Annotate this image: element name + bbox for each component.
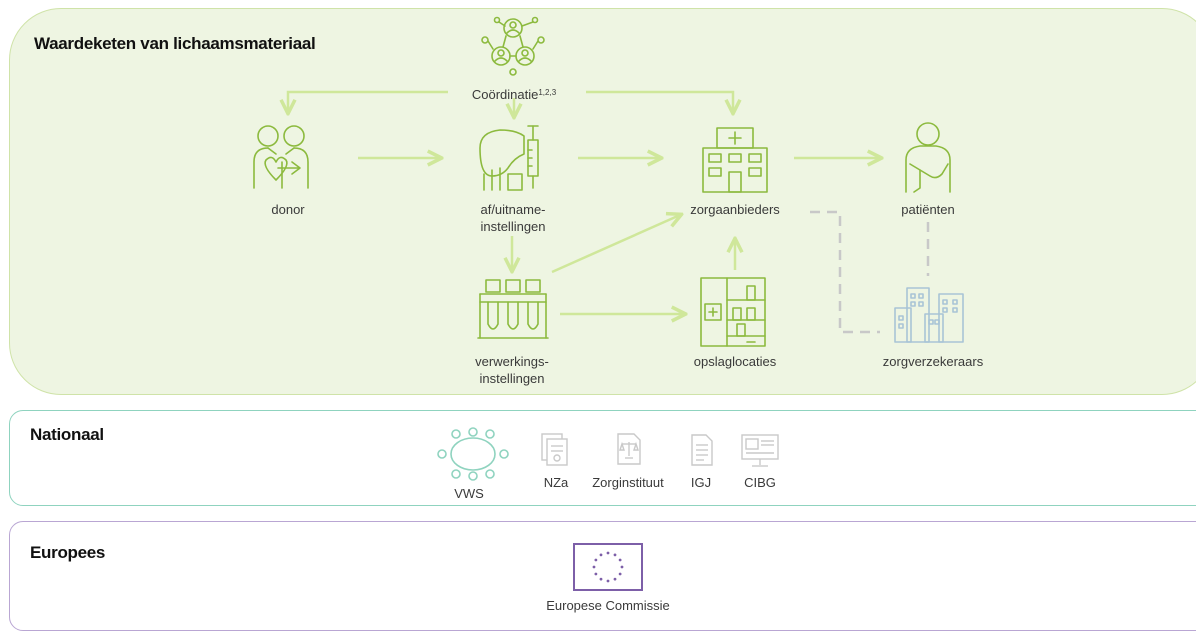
eu-star — [599, 577, 603, 581]
hospital-icon — [702, 127, 768, 193]
national-item-igj-label: IGJ — [690, 475, 712, 490]
eu-star — [606, 551, 610, 555]
meeting-table-icon — [437, 427, 509, 481]
document-stack-icon — [541, 433, 568, 466]
donor-label: donor — [271, 202, 305, 217]
office-buildings-icon — [894, 287, 964, 343]
eu-star — [613, 553, 617, 557]
eu-star — [620, 565, 624, 569]
eu-star — [613, 577, 617, 581]
arrow-coordination-to-donor — [288, 90, 448, 112]
european-title: Europees — [30, 543, 106, 562]
coordination-label: Coördinatie1,2,3 — [471, 87, 557, 102]
document-icon — [691, 434, 713, 466]
national-title: Nationaal — [30, 425, 104, 444]
national-item-zorginstituut-label: Zorginstituut — [592, 475, 664, 490]
insurers-label: zorgverzekeraars — [882, 354, 984, 369]
arrow-processing-to-providers — [551, 215, 680, 274]
donor-heart-icon — [253, 125, 309, 189]
coordination-references: 1,2,3 — [538, 88, 557, 97]
chain-connectors — [0, 90, 930, 334]
network-people-icon — [481, 16, 545, 76]
patients-label: patiënten — [901, 202, 955, 217]
eu-flag-icon — [573, 543, 643, 591]
european-commission-label: Europese Commissie — [546, 598, 670, 613]
procurement-label: af/uitname-instellingen — [480, 202, 546, 234]
national-panel — [9, 410, 1196, 506]
storage-cabinet-icon — [700, 277, 766, 347]
scales-document-icon — [617, 433, 641, 465]
patient-sling-icon — [905, 122, 951, 193]
eu-star — [618, 558, 622, 562]
eu-star — [594, 572, 598, 576]
eu-star — [592, 565, 596, 569]
eu-star — [618, 572, 622, 576]
eu-star — [599, 553, 603, 557]
processing-label: verwerkings-instellingen — [475, 354, 549, 386]
national-item-cibg-label: CIBG — [744, 475, 776, 490]
providers-label: zorgaanbieders — [690, 202, 780, 217]
monitor-icon — [741, 434, 779, 467]
national-item-nza-label: NZa — [543, 475, 569, 490]
national-item-vws-label: VWS — [454, 486, 484, 501]
organ-syringe-icon — [479, 125, 539, 191]
dashed-providers-to-insurers — [810, 210, 880, 334]
eu-star — [606, 579, 610, 583]
value-chain-title: Waardeketen van lichaamsmateriaal — [34, 34, 316, 53]
test-tubes-icon — [477, 279, 549, 339]
value-chain-panel — [9, 8, 1196, 395]
eu-star — [594, 558, 598, 562]
storage-label: opslaglocaties — [693, 354, 777, 369]
arrow-coordination-to-providers — [586, 90, 733, 112]
